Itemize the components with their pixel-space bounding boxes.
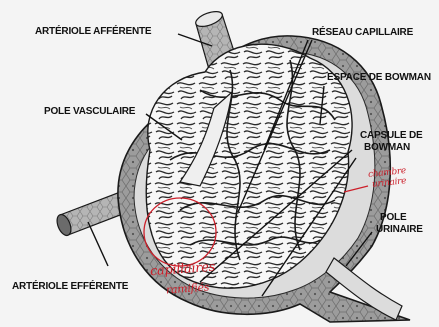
label-pole-urinaire-line2: URINAIRE bbox=[376, 224, 423, 236]
label-arteriole-efferente: ARTÉRIOLE EFFÉRENTE bbox=[12, 281, 128, 293]
label-pole-vasculaire: POLE VASCULAIRE bbox=[44, 106, 135, 118]
label-capsule-de-bowman-line1: CAPSULE DE bbox=[360, 130, 422, 142]
label-reseau-capillaire: RÉSEAU CAPILLAIRE bbox=[312, 27, 413, 39]
label-arteriole-afferente: ARTÉRIOLE AFFÉRENTE bbox=[35, 26, 151, 38]
label-pole-urinaire-line1: POLE bbox=[380, 212, 406, 224]
label-capsule-de-bowman-line2: BOWMAN bbox=[364, 142, 410, 154]
leader-arteriole-efferente bbox=[88, 222, 108, 266]
label-espace-de-bowman: ESPACE DE BOWMAN bbox=[327, 72, 431, 84]
